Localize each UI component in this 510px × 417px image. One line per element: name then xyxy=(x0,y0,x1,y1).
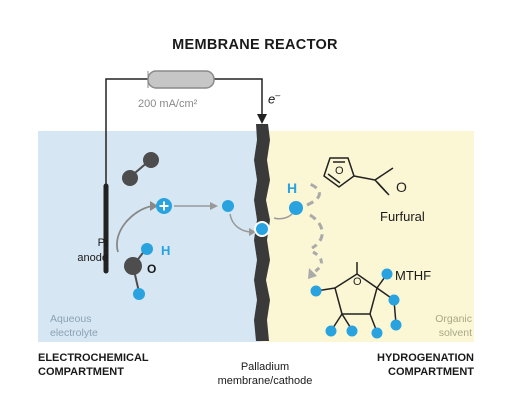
electron-label: e– xyxy=(268,90,281,107)
furfural-carbonyl-oxygen: O xyxy=(396,179,407,195)
anode-label: Pt anode xyxy=(77,237,108,264)
absorption-arrow-head xyxy=(249,228,256,236)
mthf-ring-oxygen: O xyxy=(353,276,362,288)
hydrogen-label-organic: H xyxy=(287,180,298,196)
o2-atom-1 xyxy=(122,170,138,186)
palladium-membrane-label: Palladium membrane/cathode xyxy=(217,361,313,387)
hydrogenation-arrow-1 xyxy=(306,182,321,207)
mthf-hydrogen-atoms xyxy=(310,268,402,339)
water-oxygen-atom xyxy=(124,257,142,275)
hydrogenation-arrow-3 xyxy=(312,250,323,274)
aqueous-electrolyte-label: Aqueous electrolyte xyxy=(50,313,98,339)
current-density-label: 200 mA/cm² xyxy=(138,98,198,110)
permeated-h-atom xyxy=(289,201,303,215)
oxygen-label-water: O xyxy=(147,262,157,276)
water-h-atom-1 xyxy=(141,243,153,255)
h-in-membrane xyxy=(254,221,270,237)
furfural-label: Furfural xyxy=(380,209,425,224)
diagram-title: MEMBRANE REACTOR xyxy=(172,37,338,53)
proton-transport-arrow-head xyxy=(210,202,218,210)
mthf-label: MTHF xyxy=(395,268,432,283)
adsorbed-h-atom xyxy=(222,200,234,212)
hydrogenation-compartment-label: HYDROGENATION COMPARTMENT xyxy=(377,352,474,378)
o2-atom-2 xyxy=(143,152,159,168)
organic-solvent-label: Organic solvent xyxy=(435,313,472,339)
hydrogenation-arrow-2 xyxy=(309,213,324,250)
power-source-icon xyxy=(147,70,215,89)
water-h-atom-2 xyxy=(133,288,145,300)
hydrogenation-arrow-head xyxy=(308,268,317,279)
h-transfer-arrow xyxy=(273,213,293,220)
organic-compartment xyxy=(262,131,474,342)
electrochemical-compartment-label: ELECTROCHEMICAL COMPARTMENT xyxy=(38,352,149,378)
hydrogen-label-water: H xyxy=(161,243,171,258)
furfural-ring-oxygen: O xyxy=(335,165,344,177)
water-oxidation-arrow xyxy=(116,205,153,253)
water-oxidation-arrow-head xyxy=(150,201,158,211)
electron-arrow-head xyxy=(257,114,267,124)
furfural-structure xyxy=(323,157,394,196)
